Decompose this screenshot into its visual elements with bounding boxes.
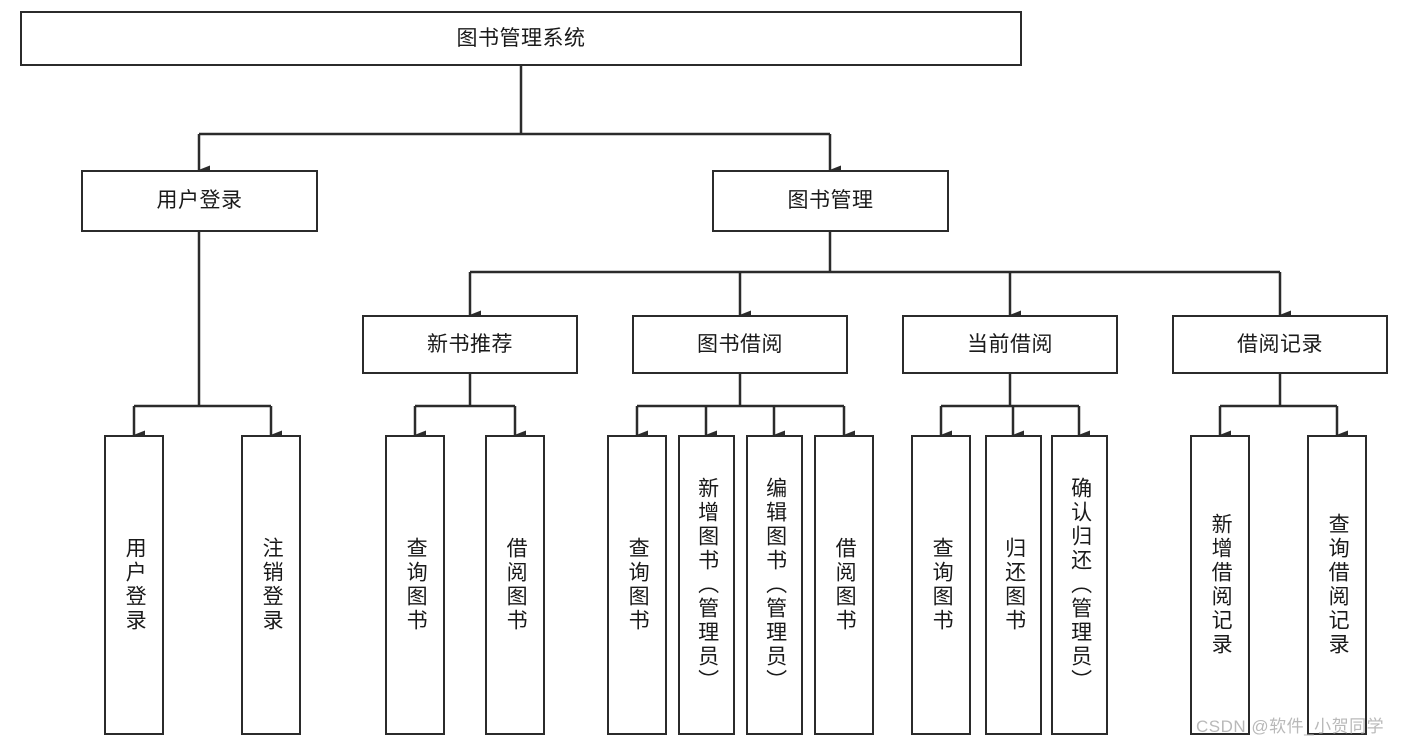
node-label-leaf-query-book-1: 查询图书: [404, 537, 428, 633]
node-label-leaf-confirm-return: 确认归还（管理员）: [1068, 477, 1092, 693]
node-label-leaf-borrow-book-1: 借阅图书: [504, 537, 528, 633]
node-label-current-borrow: 当前借阅: [967, 332, 1053, 356]
node-leaf-borrow-book-1[interactable]: 借阅图书: [485, 435, 545, 735]
node-root[interactable]: 图书管理系统: [20, 11, 1022, 66]
node-label-leaf-borrow-book-2: 借阅图书: [833, 537, 857, 633]
connector-group: [132, 66, 1348, 440]
node-leaf-edit-book[interactable]: 编辑图书（管理员）: [746, 435, 803, 735]
node-leaf-user-login[interactable]: 用户登录: [104, 435, 164, 735]
node-label-leaf-query-record: 查询借阅记录: [1326, 513, 1350, 657]
node-label-leaf-query-book-3: 查询图书: [930, 537, 954, 633]
node-label-borrow-record: 借阅记录: [1237, 332, 1323, 356]
node-user-login[interactable]: 用户登录: [81, 170, 318, 232]
node-book-manage[interactable]: 图书管理: [712, 170, 949, 232]
node-label-leaf-add-book: 新增图书（管理员）: [695, 477, 719, 693]
node-label-leaf-query-book-2: 查询图书: [626, 537, 650, 633]
node-label-leaf-user-login: 用户登录: [123, 537, 147, 633]
node-leaf-query-record[interactable]: 查询借阅记录: [1307, 435, 1367, 735]
node-leaf-user-logout[interactable]: 注销登录: [241, 435, 301, 735]
node-label-book-borrow: 图书借阅: [697, 332, 783, 356]
node-label-root: 图书管理系统: [456, 26, 586, 50]
node-leaf-query-book-3[interactable]: 查询图书: [911, 435, 971, 735]
node-label-leaf-return-book: 归还图书: [1002, 537, 1026, 633]
node-leaf-confirm-return[interactable]: 确认归还（管理员）: [1051, 435, 1108, 735]
node-leaf-query-book-2[interactable]: 查询图书: [607, 435, 667, 735]
node-borrow-record[interactable]: 借阅记录: [1172, 315, 1388, 374]
node-label-leaf-user-logout: 注销登录: [260, 537, 284, 633]
node-label-book-manage: 图书管理: [787, 189, 874, 213]
node-leaf-borrow-book-2[interactable]: 借阅图书: [814, 435, 874, 735]
node-label-user-login: 用户登录: [156, 189, 243, 213]
node-new-book-recommend[interactable]: 新书推荐: [362, 315, 578, 374]
node-leaf-return-book[interactable]: 归还图书: [985, 435, 1042, 735]
node-leaf-add-book[interactable]: 新增图书（管理员）: [678, 435, 735, 735]
node-leaf-add-record[interactable]: 新增借阅记录: [1190, 435, 1250, 735]
node-current-borrow[interactable]: 当前借阅: [902, 315, 1118, 374]
node-label-leaf-edit-book: 编辑图书（管理员）: [763, 477, 787, 693]
node-book-borrow[interactable]: 图书借阅: [632, 315, 848, 374]
node-leaf-query-book-1[interactable]: 查询图书: [385, 435, 445, 735]
node-label-new-book-recommend: 新书推荐: [427, 332, 513, 356]
node-label-leaf-add-record: 新增借阅记录: [1209, 513, 1233, 657]
